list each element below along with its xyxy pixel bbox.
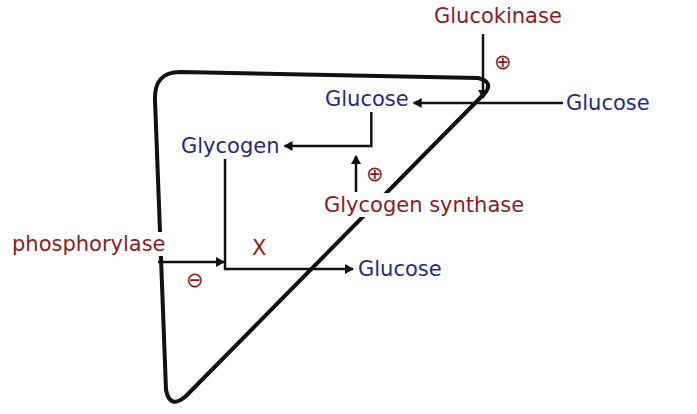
term-node: Glucose <box>563 90 653 116</box>
pathway-arrow <box>414 102 563 105</box>
sign-symbol: ⊕ <box>492 50 514 74</box>
sign-symbol: X <box>250 236 268 260</box>
enzyme-label: phosphorylase <box>10 232 168 256</box>
enzyme-label: Glycogen synthase <box>322 193 526 217</box>
sign-symbol: ⊖ <box>184 268 206 292</box>
phosphorylase-arrow <box>158 261 224 264</box>
term-text: Glucose <box>566 91 650 115</box>
enzyme-label: Glucokinase <box>432 4 564 28</box>
liver-shape <box>155 72 488 402</box>
pathway-arrow <box>285 112 372 146</box>
term-node: Glucose <box>355 256 445 282</box>
term-node: Glycogen <box>178 133 283 159</box>
term-text: Glucose <box>325 87 409 111</box>
term-text: Glycogen <box>181 134 280 158</box>
term-text: Glucose <box>358 257 442 281</box>
glucokinase-arrow <box>482 34 485 98</box>
term-node: Glucose <box>322 86 412 112</box>
synthase-arrow <box>355 156 358 192</box>
sign-symbol: ⊕ <box>364 162 386 186</box>
